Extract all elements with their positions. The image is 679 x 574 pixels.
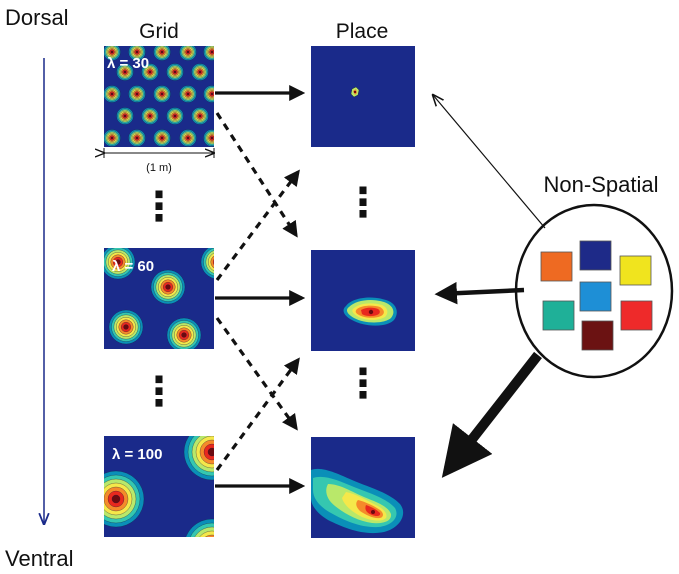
ellipsis-grid-upper: ⋮ [139,185,179,229]
place-header: Place [336,20,389,43]
dashed-arrow-grid30-down [215,112,298,238]
ventral-label: Ventral [5,546,74,571]
grid-fields-small [104,46,214,147]
arrow-nonspatial-to-place-middle [434,281,525,305]
non-spatial-label: Non-Spatial [544,172,659,197]
ellipsis-grid-lower: ⋮ [139,370,179,414]
ellipsis-place-lower: ⋮ [343,362,383,406]
square-red [620,300,653,331]
grid-panel-lambda-30: λ = 30 [104,46,214,147]
dashed-arrow-grid60-up [215,169,300,281]
square-blue [579,281,612,312]
non-spatial-squares [540,240,653,351]
grid-panel-lambda-100: λ = 100 [104,436,214,537]
square-yellow [619,255,652,286]
arrow-nonspatial-to-place-top [433,95,546,229]
grid-fields-medium [104,248,214,349]
ellipsis-place-upper: ⋮ [343,181,383,225]
scale-bar: (1 m) [104,148,214,174]
dashed-arrow-grid60-down [215,317,298,431]
place-panel-bottom [311,437,415,538]
grid-header: Grid [139,20,179,43]
arrow-nonspatial-to-place-bottom [441,351,542,478]
square-teal [542,300,575,331]
square-maroon [581,320,614,351]
dorsal-label: Dorsal [5,5,69,30]
grid-panel-lambda-60: λ = 60 [104,248,214,349]
lambda-label-60: λ = 60 [112,258,154,275]
square-navy [579,240,612,271]
grid-fields-large [104,436,214,537]
lambda-label-100: λ = 100 [112,446,162,463]
square-orange [540,251,573,282]
lambda-label-30: λ = 30 [107,55,149,72]
scale-label: (1 m) [146,162,172,174]
dashed-arrow-grid100-up [215,357,300,471]
place-panel-top [311,46,415,147]
place-panel-middle [311,250,415,351]
